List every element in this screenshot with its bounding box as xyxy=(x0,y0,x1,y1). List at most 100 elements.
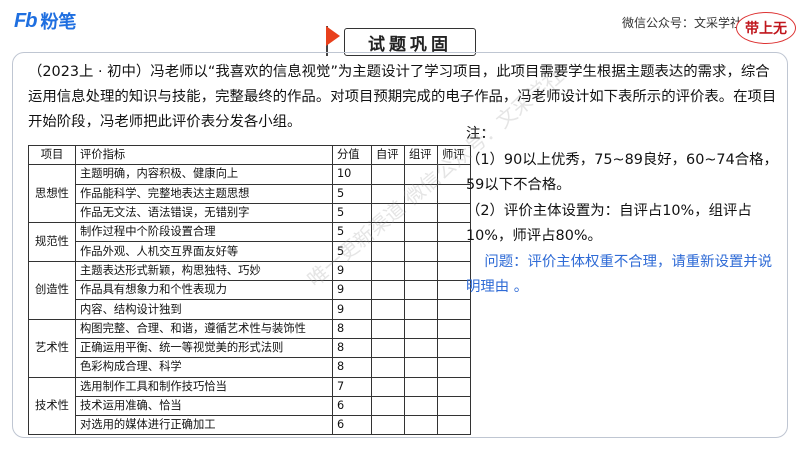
indicator-cell: 作品无文法、语法错误，无错别字 xyxy=(75,202,333,224)
indicator-cell: 技术运用准确、恰当 xyxy=(75,395,333,417)
table-header-row: 项目 评价指标 分值 自评 组评 师评 xyxy=(28,144,471,166)
group-eval-cell xyxy=(404,241,438,262)
indicator-cell: 作品具有想象力和个性表现力 xyxy=(75,280,333,301)
header-self-eval: 自评 xyxy=(371,144,405,166)
self-eval-cell xyxy=(371,357,405,378)
self-eval-cell xyxy=(371,280,405,301)
score-cell: 5 xyxy=(332,202,372,224)
group-eval-cell xyxy=(404,202,438,224)
indicator-cell: 内容、结构设计独到 xyxy=(75,299,333,320)
group-eval-cell xyxy=(404,318,438,339)
teacher-eval-cell xyxy=(437,395,471,417)
indicator-cell: 对选用的媒体进行正确加工 xyxy=(75,415,333,436)
notes-panel: 注： （1）90以上优秀，75~89良好，60~74合格，59以下不合格。 （2… xyxy=(466,122,786,301)
header-project: 项目 xyxy=(28,144,76,166)
project-cell: 技术性 xyxy=(28,376,76,436)
wechat-account-label: 微信公众号：文采学社 xyxy=(622,16,743,30)
header-indicator: 评价指标 xyxy=(75,144,333,166)
indicator-cell: 色彩构成合理、科学 xyxy=(75,357,333,378)
note-grading: （1）90以上优秀，75~89良好，60~74合格，59以下不合格。 xyxy=(466,151,778,194)
fenbi-logo: Fb 粉笔 xyxy=(14,8,76,34)
project-cell: 艺术性 xyxy=(28,318,76,378)
flag-icon xyxy=(326,26,340,46)
self-eval-cell xyxy=(371,337,405,359)
header-group-eval: 组评 xyxy=(404,144,438,166)
section-title-text: 试题巩固 xyxy=(344,28,476,56)
project-cell: 规范性 xyxy=(28,222,76,262)
group-eval-cell xyxy=(404,222,438,243)
top-bar: Fb 粉笔 微信公众号：文采学社 带上无 xyxy=(0,0,800,44)
self-eval-cell xyxy=(371,415,405,436)
content-frame xyxy=(12,52,788,438)
score-cell: 8 xyxy=(332,318,372,339)
teacher-eval-cell xyxy=(437,415,471,436)
header-score: 分值 xyxy=(332,144,372,166)
score-cell: 9 xyxy=(332,280,372,301)
group-eval-cell xyxy=(404,299,438,320)
indicator-cell: 主题明确，内容积极、健康向上 xyxy=(75,164,333,185)
group-eval-cell xyxy=(404,164,438,185)
group-eval-cell xyxy=(404,357,438,378)
section-title: 试题巩固 xyxy=(326,26,476,56)
score-cell: 5 xyxy=(332,241,372,262)
score-cell: 10 xyxy=(332,164,372,185)
indicator-cell: 构图完整、合理、和谐，遵循艺术性与装饰性 xyxy=(75,318,333,339)
teacher-eval-cell xyxy=(437,337,471,359)
self-eval-cell xyxy=(371,318,405,339)
teacher-eval-cell xyxy=(437,376,471,397)
score-cell: 9 xyxy=(332,260,372,282)
score-cell: 8 xyxy=(332,357,372,378)
score-cell: 8 xyxy=(332,337,372,359)
score-cell: 6 xyxy=(332,395,372,417)
teacher-eval-cell xyxy=(437,357,471,378)
indicator-cell: 主题表达形式新颖，构思独特、巧妙 xyxy=(75,260,333,282)
self-eval-cell xyxy=(371,299,405,320)
group-eval-cell xyxy=(404,337,438,359)
question-text: 问题：评价主体权重不合理，请重新设置并说明理由 。 xyxy=(466,250,786,301)
group-eval-cell xyxy=(404,183,438,204)
self-eval-cell xyxy=(371,183,405,204)
notes-label: 注： xyxy=(466,126,495,142)
self-eval-cell xyxy=(371,164,405,185)
note-weights: （2）评价主体设置为：自评占10%，组评占10%，师评占80%。 xyxy=(466,202,752,245)
project-cell: 思想性 xyxy=(28,164,76,224)
score-cell: 7 xyxy=(332,376,372,397)
group-eval-cell xyxy=(404,415,438,436)
indicator-cell: 正确运用平衡、统一等视觉美的形式法则 xyxy=(75,337,333,359)
self-eval-cell xyxy=(371,222,405,243)
teacher-eval-cell xyxy=(437,318,471,339)
score-cell: 5 xyxy=(332,183,372,204)
group-eval-cell xyxy=(404,260,438,282)
score-cell: 9 xyxy=(332,299,372,320)
indicator-cell: 选用制作工具和制作技巧恰当 xyxy=(75,376,333,397)
indicator-cell: 作品能科学、完整地表达主题思想 xyxy=(75,183,333,204)
score-cell: 5 xyxy=(332,222,372,243)
self-eval-cell xyxy=(371,376,405,397)
question-intro: （2023上 · 初中）冯老师以“我喜欢的信息视觉”为主题设计了学习项目，此项目… xyxy=(28,64,777,130)
question-body: 问题：评价主体权重不合理，请重新设置并说明理由 。 xyxy=(466,253,773,296)
self-eval-cell xyxy=(371,241,405,262)
self-eval-cell xyxy=(371,260,405,282)
self-eval-cell xyxy=(371,395,405,417)
logo-mark: Fb xyxy=(14,9,37,32)
indicator-cell: 作品外观、人机交互界面友好等 xyxy=(75,241,333,262)
group-eval-cell xyxy=(404,395,438,417)
self-eval-cell xyxy=(371,202,405,224)
score-cell: 6 xyxy=(332,415,372,436)
group-eval-cell xyxy=(404,280,438,301)
indicator-cell: 制作过程中个阶段设置合理 xyxy=(75,222,333,243)
